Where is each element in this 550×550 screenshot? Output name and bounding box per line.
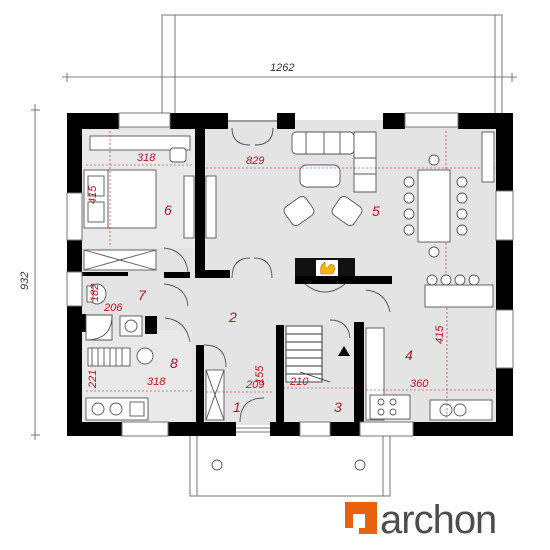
sofa	[291, 131, 377, 193]
room-label-3: 3	[334, 399, 342, 415]
room-label-2: 2	[228, 309, 237, 325]
closet	[83, 249, 157, 271]
windows	[66, 112, 514, 437]
overall-depth-label: 932	[19, 272, 31, 290]
double-bed	[83, 169, 157, 229]
vestibule-fixtures	[205, 369, 265, 423]
armchairs	[283, 196, 363, 226]
utility-fixtures	[85, 347, 154, 421]
logo-text: archon	[380, 498, 496, 542]
dim-360: 360	[410, 378, 429, 390]
hall-doors	[203, 257, 351, 368]
terrace-door	[228, 120, 277, 146]
dim-210: 210	[289, 376, 309, 388]
dim-829: 829	[246, 155, 264, 167]
desk-and-chair	[89, 135, 191, 163]
bedroom-door	[163, 247, 189, 273]
archon-logo	[345, 502, 377, 534]
room-label-5: 5	[372, 203, 380, 219]
bathroom-fixtures	[85, 283, 143, 341]
dim-318-top: 318	[137, 152, 156, 164]
fireplace	[295, 258, 355, 293]
sideboard	[481, 131, 495, 183]
dim-415-bedroom: 415	[87, 185, 99, 204]
room-label-1: 1	[233, 399, 241, 415]
room-label-8: 8	[170, 355, 178, 371]
wardrobe	[183, 175, 217, 239]
room-label-6: 6	[164, 202, 172, 218]
overall-width-label: 1262	[270, 62, 294, 74]
kitchen-dimension-lines	[366, 308, 495, 420]
exterior-walls	[67, 113, 513, 436]
fire-icon	[320, 261, 335, 275]
left-dimension-line	[31, 104, 40, 440]
bathroom-door	[163, 283, 189, 307]
dim-209: 209	[245, 379, 264, 391]
staircase	[285, 325, 331, 383]
kitchen-door	[365, 289, 391, 313]
utility-door	[164, 317, 191, 343]
dim-182: 182	[89, 284, 101, 302]
room-label-4: 4	[405, 347, 413, 363]
dim-221: 221	[87, 370, 99, 389]
rear-terrace	[161, 14, 503, 129]
entry-steps	[211, 459, 366, 471]
top-dimension-line	[62, 73, 517, 82]
dim-318-bottom: 318	[147, 376, 166, 388]
dining-table	[403, 154, 468, 258]
dim-415-kitchen: 415	[434, 325, 446, 344]
interior-walls	[80, 128, 392, 423]
bed-dimension-lines	[86, 131, 193, 247]
coffee-table	[299, 164, 341, 188]
room-label-7: 7	[138, 287, 147, 303]
dim-206: 206	[103, 302, 123, 314]
dim-155: 155	[254, 365, 266, 384]
stair-arrow-icon	[338, 346, 350, 356]
kitchen-counter	[365, 274, 494, 421]
